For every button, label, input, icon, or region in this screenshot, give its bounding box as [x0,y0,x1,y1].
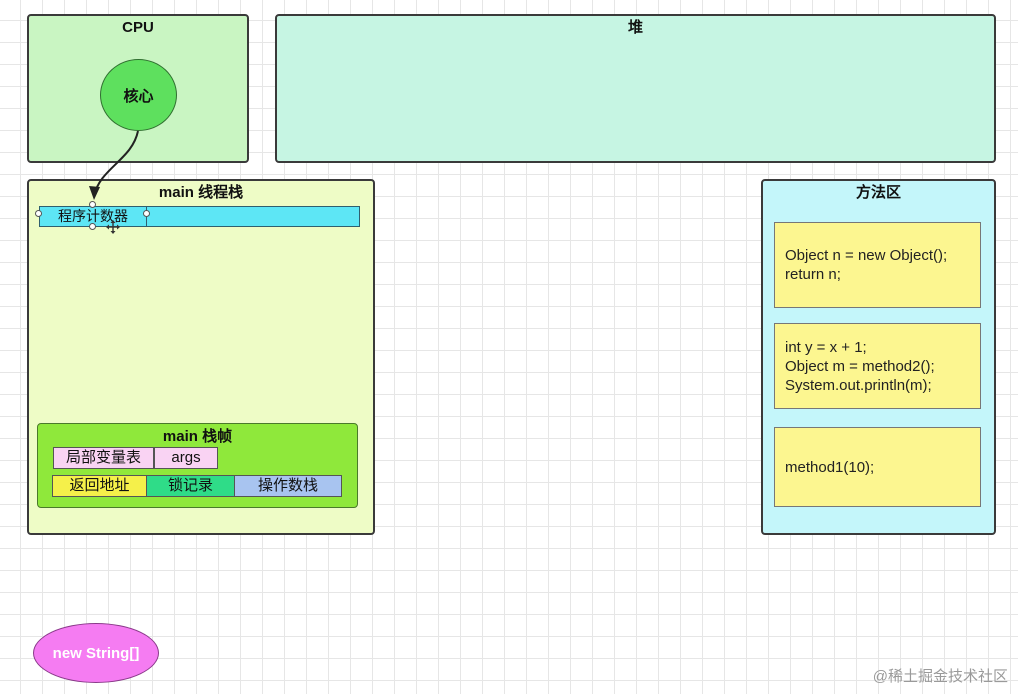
code-line: int y = x + 1; [785,338,867,356]
selection-handle-bottom[interactable] [89,223,96,230]
string-array-label: new String[] [52,644,140,662]
selection-handle-left[interactable] [35,210,42,217]
move-cursor-icon [106,220,120,234]
code-line: Object m = method2(); [785,357,935,375]
stack-frame-title: main 栈帧 [162,428,233,445]
heap-title: 堆 [627,19,643,36]
code-line: return n; [785,266,841,283]
selection-handle-right[interactable] [143,210,150,217]
code-line: Object n = new Object(); [785,247,948,264]
args-cell[interactable]: args [154,447,218,469]
local-variable-table-cell[interactable]: 局部变量表 [53,447,154,469]
heap-panel[interactable]: 堆 [275,14,996,163]
thread-stack-title: main 线程栈 [158,184,244,201]
method1-code-block[interactable]: int y = x + 1; Object m = method2(); Sys… [774,323,981,409]
cpu-core-label: 核心 [123,87,154,105]
lock-record-cell[interactable]: 锁记录 [146,475,235,497]
selection-handle-top[interactable] [89,201,96,208]
code-line: method1(10); [785,458,875,476]
method2-code-block[interactable]: Object n = new Object(); return n; [774,222,981,308]
program-counter-bar[interactable]: 程序计数器 [39,206,360,227]
method-area-title: 方法区 [855,184,901,201]
cpu-title: CPU [122,19,154,36]
watermark: @稀土掘金技术社区 [872,668,1008,685]
string-array-object[interactable]: new String[] [33,623,159,683]
main-code-block[interactable]: method1(10); [774,427,981,507]
return-address-cell[interactable]: 返回地址 [52,475,147,497]
program-counter-label: 程序计数器 [58,208,128,224]
cpu-core-node[interactable]: 核心 [100,59,177,131]
code-line: System.out.println(m); [785,376,932,394]
operand-stack-cell[interactable]: 操作数栈 [234,475,342,497]
